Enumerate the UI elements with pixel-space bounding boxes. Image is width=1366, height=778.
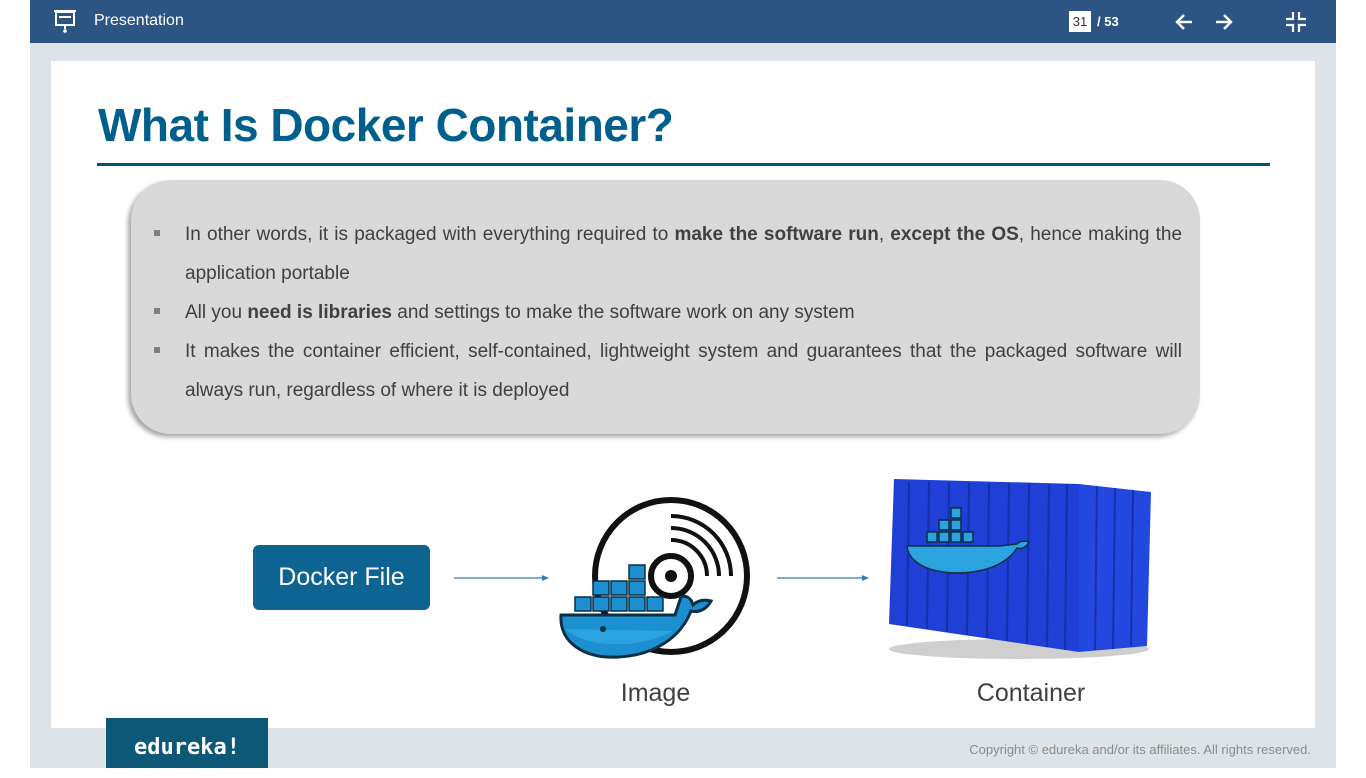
bullet-panel: In other words, it is packaged with ever… [131, 180, 1200, 434]
bullet-text: , hence making the application portable [185, 224, 1183, 284]
presentation-icon [53, 8, 77, 34]
slide: What Is Docker Container? In other words… [51, 61, 1315, 728]
next-slide-button[interactable] [1212, 10, 1236, 34]
arrow-right-icon [454, 575, 549, 581]
docker-file-box: Docker File [253, 545, 430, 610]
image-label: Image [620, 679, 691, 707]
presentation-toolbar: Presentation 31 / 53 [30, 0, 1336, 43]
previous-slide-button[interactable] [1172, 10, 1196, 34]
total-pages: / 53 [1097, 14, 1119, 29]
slide-title: What Is Docker Container? [98, 99, 674, 151]
bullet-text: In other words, it is packaged with ever… [185, 224, 675, 245]
exit-fullscreen-icon [1286, 12, 1306, 32]
bullet-item: All you need is libraries and settings t… [154, 293, 1182, 332]
arrow-right-icon [1216, 14, 1233, 30]
current-page-input[interactable]: 31 [1069, 11, 1091, 32]
bullet-emphasis: except the OS [890, 224, 1019, 245]
bullet-item: It makes the container efficient, self-c… [154, 332, 1182, 410]
title-underline [97, 163, 1270, 166]
bullet-text: , [878, 224, 891, 245]
app-title: Presentation [94, 12, 184, 29]
edureka-logo: edureka! [106, 718, 268, 768]
docker-image-icon [559, 497, 750, 659]
bullet-text: It makes the container efficient, self-c… [185, 341, 1182, 401]
bullet-emphasis: make the software run [674, 224, 879, 245]
exit-fullscreen-button[interactable] [1284, 10, 1308, 34]
shipping-container-icon [889, 479, 1151, 659]
page-indicator: 31 / 53 [1069, 11, 1119, 33]
bullet-text: and settings to make the software work o… [392, 302, 855, 323]
bullet-text: All you [185, 302, 248, 323]
copyright-text: Copyright © edureka and/or its affiliate… [969, 742, 1311, 757]
container-label: Container [976, 679, 1086, 707]
bullet-item: In other words, it is packaged with ever… [154, 215, 1182, 293]
bullet-emphasis: need is libraries [247, 302, 392, 323]
arrow-left-icon [1175, 14, 1192, 30]
arrow-right-icon [777, 575, 869, 581]
bullet-list: In other words, it is packaged with ever… [154, 215, 1182, 410]
